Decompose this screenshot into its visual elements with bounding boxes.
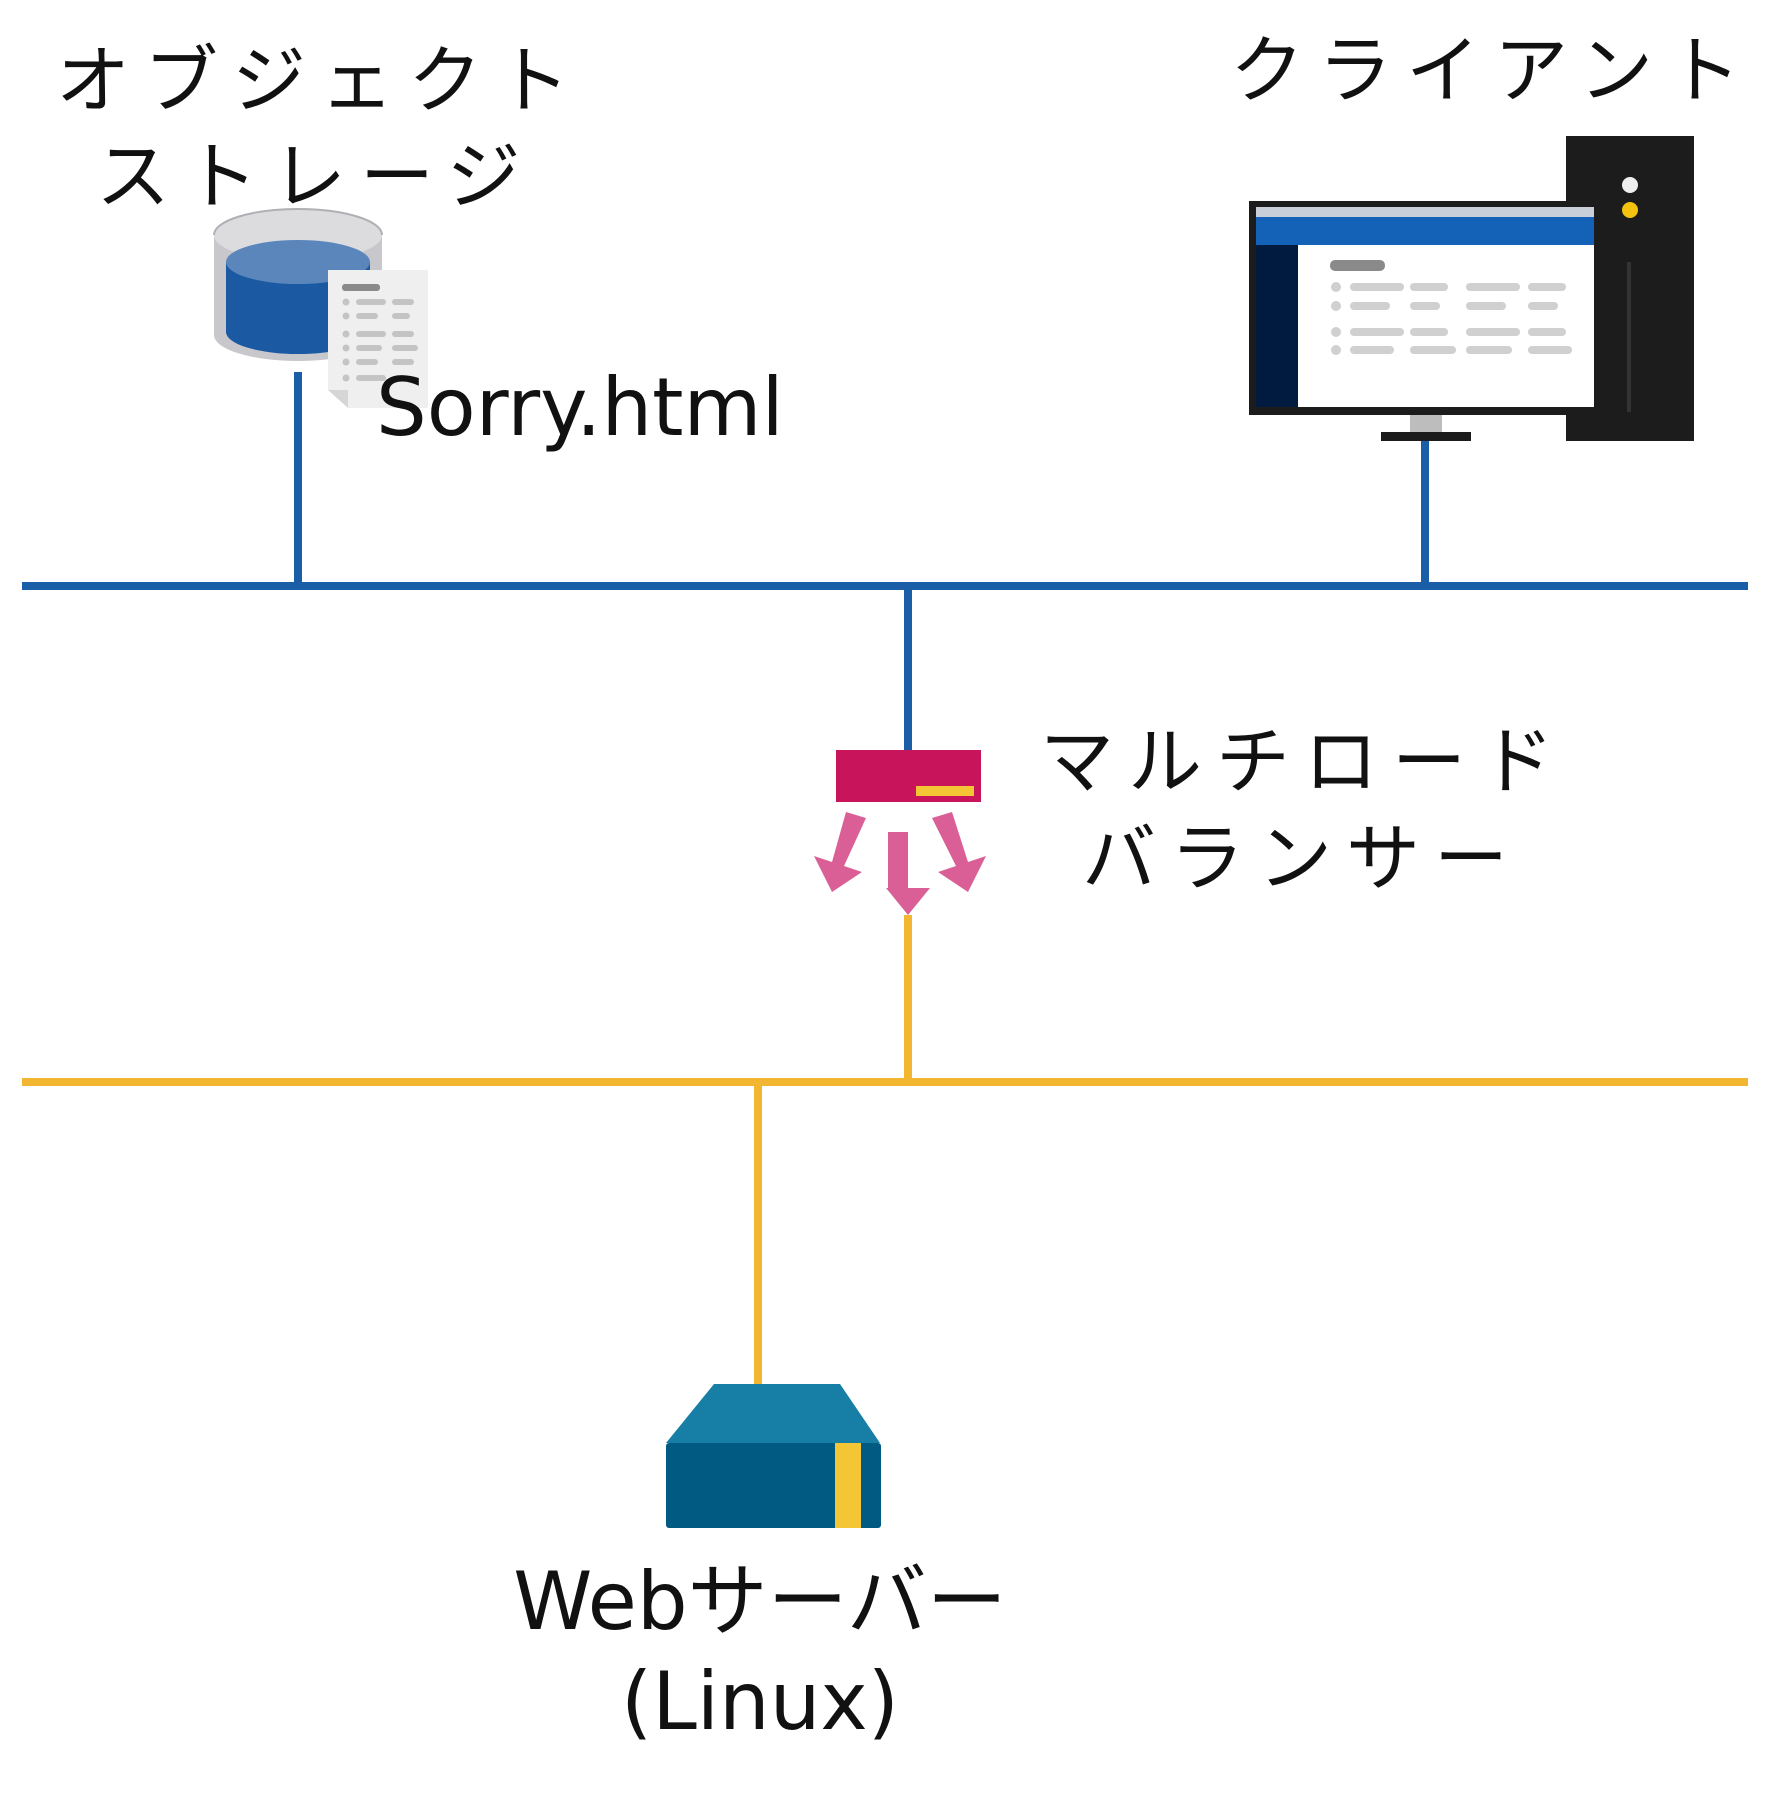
lower-network (22, 915, 1748, 1384)
monitor-stand (1410, 412, 1442, 434)
object-storage-label-line2: ストレージ (96, 134, 535, 220)
load-balancer-label-line2: バランサー (1082, 816, 1522, 902)
lb-indicator (916, 786, 974, 796)
server-icon (666, 1384, 881, 1528)
distribution-arrows-icon (814, 812, 986, 915)
object-storage-label-line1: オブジェクト (56, 38, 584, 124)
document-icon (328, 270, 428, 408)
desktop-computer-icon (1249, 136, 1694, 441)
load-balancer-label-line1: マルチロード (1040, 719, 1568, 805)
upper-network (22, 372, 1748, 750)
client-label: クライアント (1230, 28, 1756, 114)
web-server-label-line2: (Linux) (621, 1655, 899, 1748)
web-server-label-line1: Webサーバー (513, 1555, 1007, 1648)
server-accent-bar (835, 1443, 861, 1528)
file-label-sorry-html: Sorry.html (376, 361, 784, 454)
server-top (666, 1384, 880, 1443)
load-balancer-icon (814, 750, 986, 915)
server-front (666, 1443, 881, 1528)
